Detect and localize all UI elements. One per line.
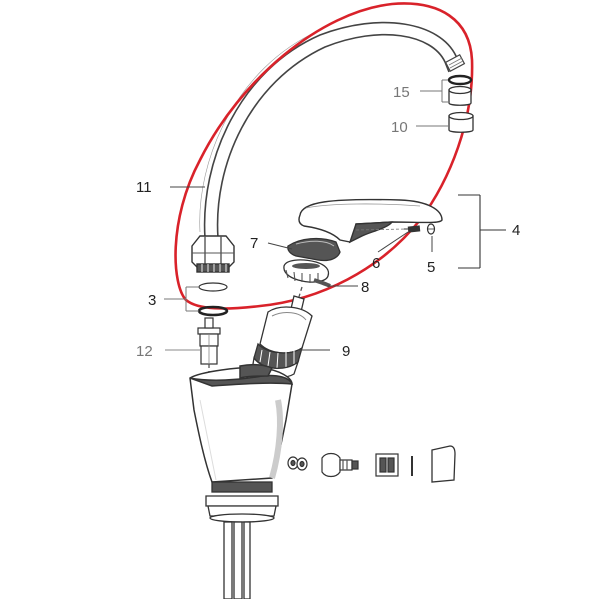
ring-3-lower (197, 305, 229, 317)
label-11: 11 (136, 179, 152, 196)
cap-plug-part (426, 223, 436, 235)
lever-handle-part (298, 198, 443, 244)
cover-cap-part (431, 445, 456, 483)
top-cover-part (287, 237, 341, 262)
label-15: 15 (393, 84, 410, 101)
bracket-3 (164, 286, 199, 312)
spout-nut (191, 235, 235, 273)
leader-6 (377, 231, 409, 253)
set-screw-part (404, 225, 421, 233)
faucet-body (189, 363, 294, 483)
ring-3-upper (198, 282, 228, 292)
label-3: 3 (148, 292, 156, 309)
label-9: 9 (342, 343, 350, 360)
label-10: 10 (391, 119, 408, 136)
label-5: 5 (427, 259, 435, 276)
aerator-housing-part (448, 111, 474, 133)
leader-7 (267, 242, 293, 250)
diverter-part (375, 453, 413, 477)
spout-part (199, 21, 462, 239)
ring-nut-part (283, 259, 331, 288)
label-8: 8 (361, 279, 369, 296)
faucet-base (205, 481, 279, 523)
check-valve-part (321, 452, 359, 478)
label-6: 6 (372, 255, 380, 272)
aerator-ring-part (447, 74, 473, 86)
swivel-fitting-part (197, 317, 221, 365)
dash-line-handle (355, 228, 407, 231)
bracket-15 (420, 79, 448, 103)
axis-dash-right (297, 286, 303, 301)
small-washers-part (287, 456, 308, 471)
label-12: 12 (136, 343, 153, 360)
aerator-part (448, 85, 472, 106)
supply-pipes (223, 521, 251, 600)
label-4: 4 (512, 222, 520, 239)
spout-aerator-tip (444, 54, 466, 72)
label-7: 7 (250, 235, 258, 252)
bracket-4 (458, 194, 506, 269)
